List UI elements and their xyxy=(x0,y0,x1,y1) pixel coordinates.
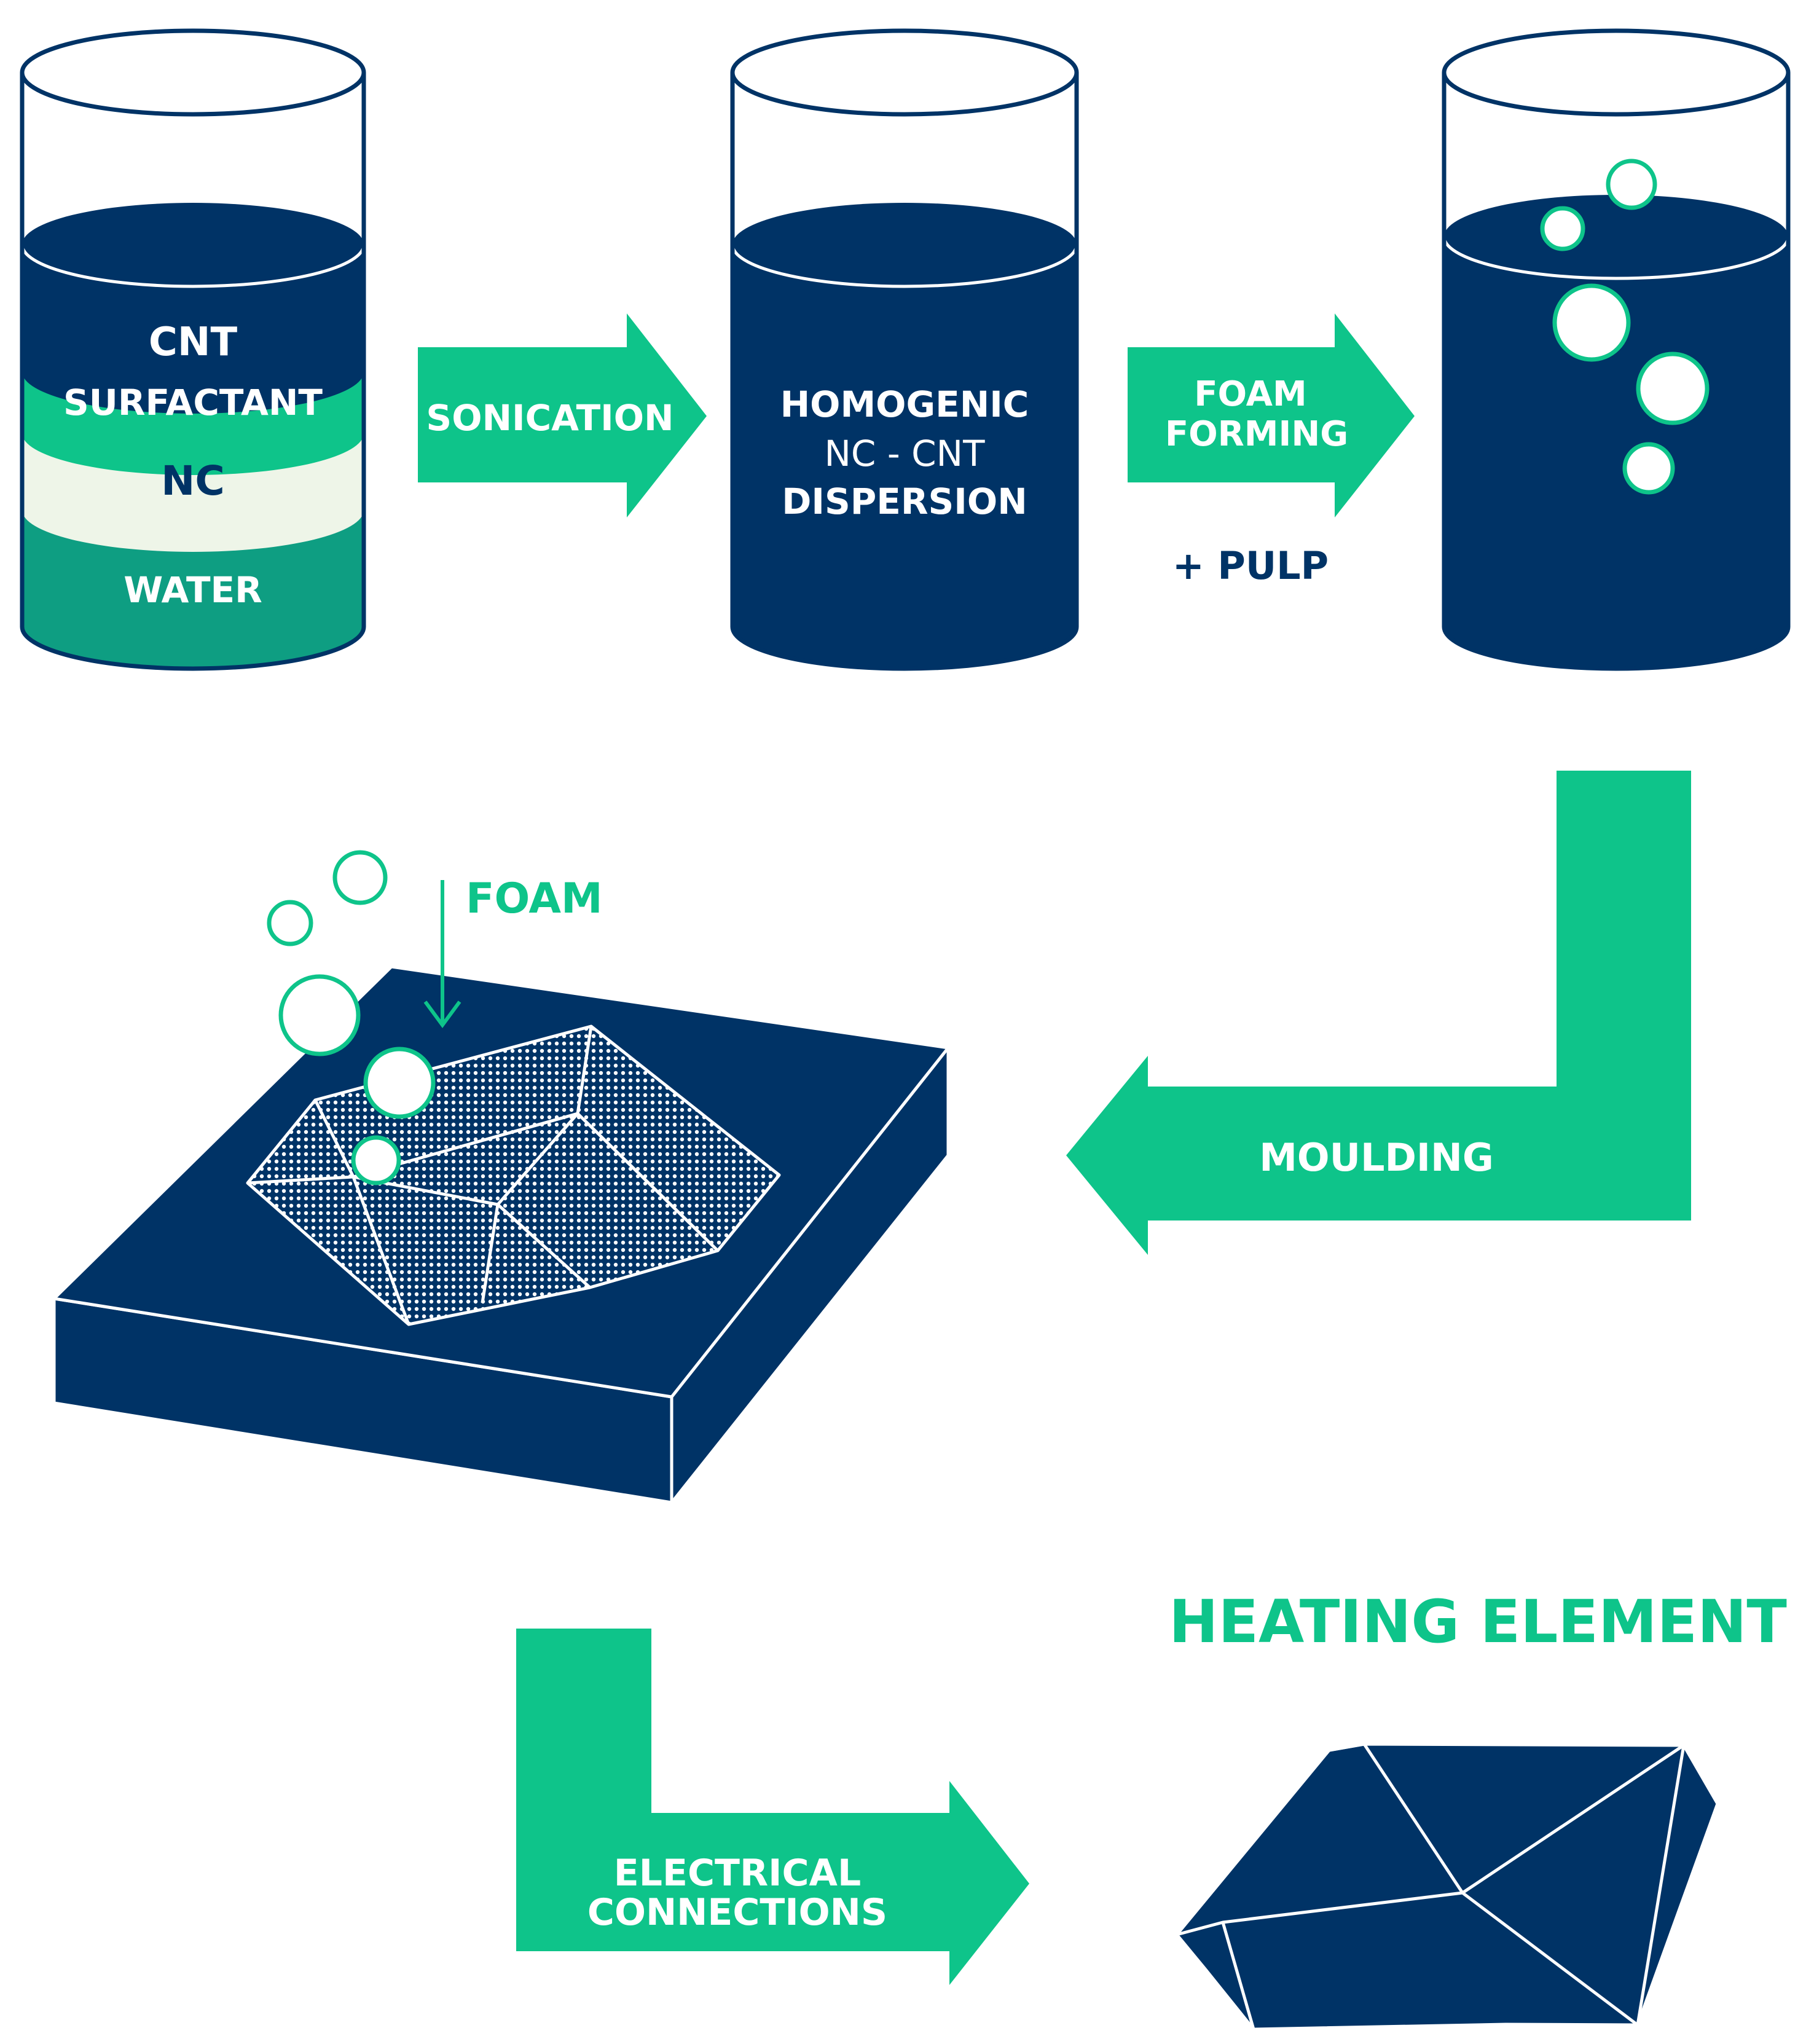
bubble-icon xyxy=(1552,283,1631,362)
beaker-layered-icon: CNT SURFACTANT NC WATER xyxy=(20,28,366,671)
step-label-forming: FORMING xyxy=(1165,414,1348,454)
step-label-foam: FOAM xyxy=(1194,374,1306,414)
layer-label-surfactant: SURFACTANT xyxy=(63,382,323,423)
layer-label-nc: NC xyxy=(161,457,225,505)
step-label-pulp: + PULP xyxy=(1172,543,1329,588)
bubble-icon xyxy=(1606,159,1657,210)
dispersion-line-1: HOMOGENIC xyxy=(780,383,1029,425)
heating-element-icon xyxy=(1175,1742,1719,2031)
dispersion-line-3: DISPERSION xyxy=(782,481,1027,522)
bubble-icon xyxy=(267,900,313,946)
step-label-connections: CONNECTIONS xyxy=(587,1891,887,1934)
arrow-moulding-icon: MOULDING xyxy=(1066,771,1691,1255)
mould-icon: FOAM xyxy=(52,850,950,1504)
bubble-icon xyxy=(351,1135,401,1185)
foam-label: FOAM xyxy=(466,875,603,923)
step-label-sonication: SONICATION xyxy=(426,397,673,439)
bubble-icon xyxy=(1540,206,1585,251)
result-title: HEATING ELEMENT xyxy=(1169,1587,1787,1656)
bubble-icon xyxy=(1636,352,1710,425)
arrow-electrical-icon: ELECTRICAL CONNECTIONS xyxy=(516,1629,1029,1985)
beaker-dispersion-icon: HOMOGENIC NC - CNT DISPERSION xyxy=(730,28,1079,671)
arrow-foam-forming-icon: FOAM FORMING xyxy=(1128,313,1415,517)
step-label-electrical: ELECTRICAL xyxy=(614,1852,861,1895)
beaker-foam-icon xyxy=(1442,28,1791,671)
step-label-moulding: MOULDING xyxy=(1259,1135,1494,1180)
bubble-icon xyxy=(332,850,388,905)
dispersion-line-2: NC - CNT xyxy=(825,433,986,474)
bubble-icon xyxy=(1622,442,1675,495)
bubble-icon xyxy=(363,1047,436,1119)
bubble-icon xyxy=(278,974,361,1056)
layer-label-cnt: CNT xyxy=(149,320,238,365)
arrow-sonication-icon: SONICATION xyxy=(418,313,707,517)
layer-label-water: WATER xyxy=(124,569,262,611)
